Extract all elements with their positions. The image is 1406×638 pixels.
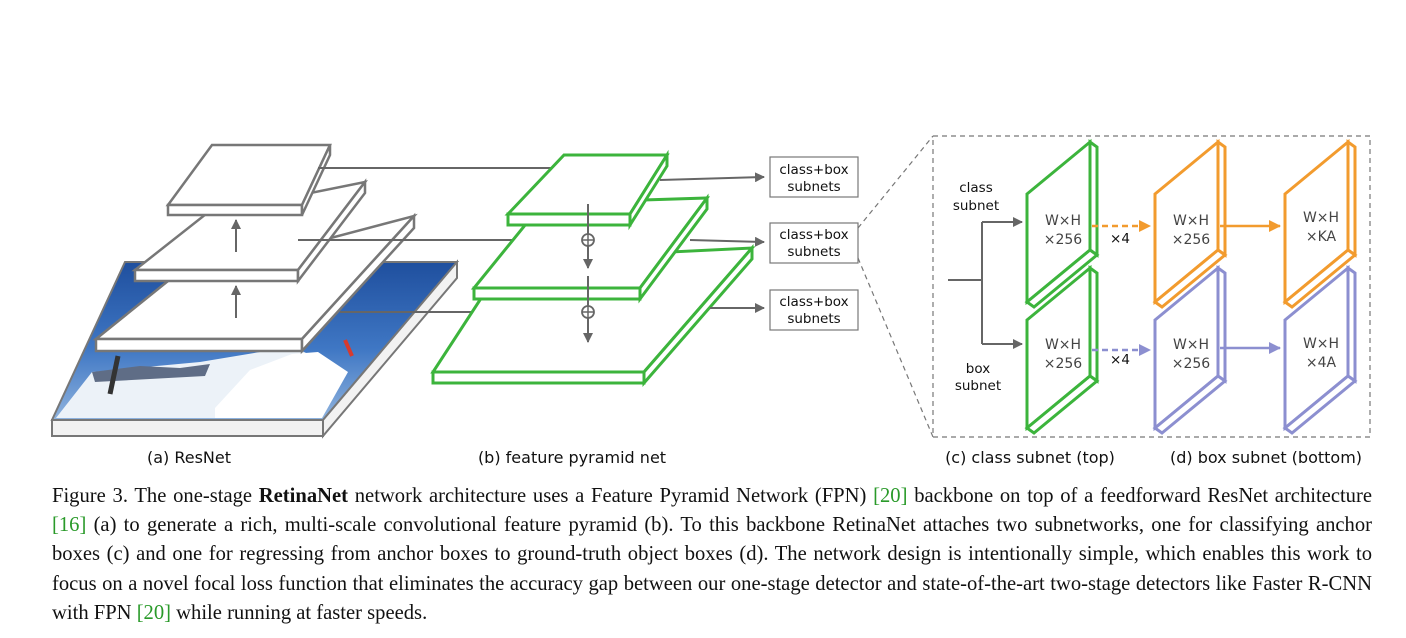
svg-text:×4: ×4: [1110, 231, 1130, 247]
svg-text:subnets: subnets: [787, 311, 840, 327]
label-class-subnet: (c) class subnet (top): [945, 448, 1115, 467]
svg-text:W×H: W×H: [1303, 336, 1339, 352]
citation-20-second[interactable]: [20]: [136, 601, 172, 624]
citation-20[interactable]: [20]: [873, 485, 908, 507]
svg-text:class+box: class+box: [779, 294, 848, 310]
svg-text:W×H: W×H: [1173, 337, 1209, 353]
svg-text:subnets: subnets: [787, 179, 840, 195]
figure-number: Figure 3.: [52, 485, 128, 507]
subnet-detail-frame: [932, 135, 1371, 438]
subnet-box-bottom: class+box subnets: [769, 289, 859, 331]
feature-pyramid-diagram: [430, 149, 765, 388]
svg-text:W×H: W×H: [1303, 210, 1339, 226]
label-fpn: (b) feature pyramid net: [478, 448, 666, 467]
resnet-diagram: [50, 143, 593, 439]
subnet-box-top: class+box subnets: [769, 156, 859, 198]
svg-text:×4: ×4: [1110, 352, 1130, 368]
class-branch-label: class: [959, 180, 993, 196]
label-box-subnet: (d) box subnet (bottom): [1170, 448, 1362, 467]
class-hidden-tensor: W×H ×256: [1152, 138, 1228, 309]
svg-text:subnet: subnet: [953, 198, 999, 214]
svg-text:subnets: subnets: [787, 244, 840, 260]
svg-text:W×H: W×H: [1045, 337, 1081, 353]
svg-text:×KA: ×KA: [1306, 229, 1337, 245]
box-output-tensor: W×H ×4A: [1282, 264, 1358, 435]
class-output-tensor: W×H ×KA: [1282, 138, 1358, 309]
retinanet-name: RetinaNet: [258, 485, 348, 507]
box-branch-label: box: [966, 361, 990, 377]
svg-text:subnet: subnet: [955, 378, 1001, 394]
svg-text:×4A: ×4A: [1306, 355, 1337, 371]
svg-text:×256: ×256: [1172, 232, 1211, 248]
output-arrow-mid: [689, 236, 765, 247]
svg-text:×256: ×256: [1044, 232, 1083, 248]
svg-text:W×H: W×H: [1173, 213, 1209, 229]
subnet-box-mid: class+box subnets: [769, 222, 859, 264]
svg-text:×256: ×256: [1172, 356, 1211, 372]
citation-16[interactable]: [16]: [52, 514, 87, 537]
box-hidden-tensor: W×H ×256: [1152, 264, 1228, 435]
retinanet-architecture-figure: class+box subnets class+box subnets clas…: [50, 135, 1371, 467]
subnet-detail: class subnet box subnet W×H ×256 W×H ×25…: [948, 138, 1358, 435]
output-arrow-top: [659, 172, 765, 183]
figure-caption: Figure 3. The one-stage RetinaNet networ…: [52, 485, 1372, 624]
label-resnet: (a) ResNet: [147, 448, 231, 467]
class-input-tensor: W×H ×256: [1024, 138, 1100, 309]
box-input-tensor: W×H ×256: [1024, 264, 1100, 435]
svg-text:W×H: W×H: [1045, 213, 1081, 229]
resnet-layer-1: [165, 143, 332, 217]
zoom-line-top: [857, 135, 934, 229]
svg-text:class+box: class+box: [779, 227, 848, 243]
svg-text:class+box: class+box: [779, 162, 848, 178]
zoom-line-bottom: [857, 257, 934, 438]
fpn-level-1: [504, 149, 670, 231]
svg-text:×256: ×256: [1044, 356, 1083, 372]
